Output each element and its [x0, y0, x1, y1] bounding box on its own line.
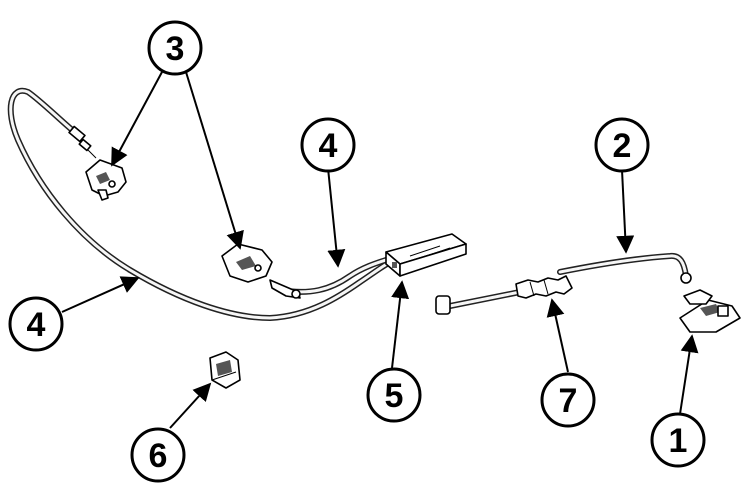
callout-5-label: 5	[385, 377, 404, 415]
callout-2: 2	[594, 117, 650, 173]
callout-6-label: 6	[149, 437, 168, 475]
hood-latch-lower	[221, 243, 301, 299]
callout-2-label: 2	[613, 127, 632, 165]
callout-4-top: 4	[300, 117, 356, 173]
leader-lines	[61, 71, 699, 429]
callout-7: 7	[540, 372, 596, 428]
callout-5: 5	[366, 367, 422, 423]
release-cable-2	[557, 252, 692, 284]
callout-1-label: 1	[669, 422, 688, 460]
callout-1: 1	[650, 412, 706, 468]
release-cable-7	[435, 275, 573, 315]
callout-3-label: 3	[166, 30, 185, 68]
callout-7-label: 7	[559, 382, 578, 420]
release-handle	[385, 233, 467, 277]
callout-4-left: 4	[8, 296, 64, 352]
hood-latch-upper	[85, 159, 127, 201]
callout-6: 6	[130, 427, 186, 483]
callout-4-top-label: 4	[319, 127, 338, 165]
callout-3: 3	[147, 20, 203, 76]
release-lever	[679, 289, 741, 333]
cable-clip	[209, 351, 241, 389]
callout-4-left-label: 4	[27, 306, 46, 344]
hood-release-cable	[7, 87, 398, 321]
